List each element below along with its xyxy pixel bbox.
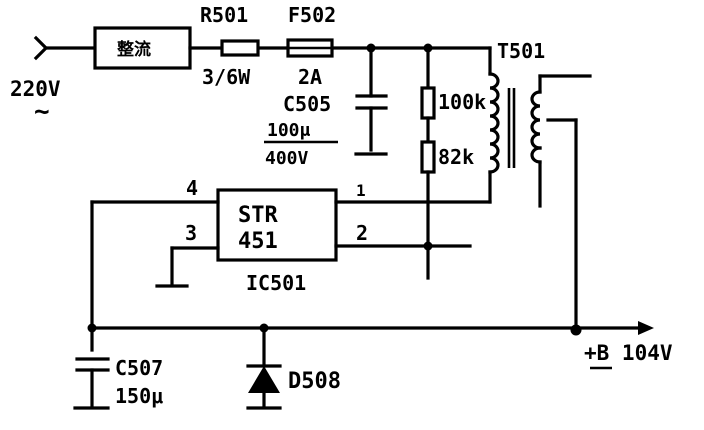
resistor-100k-value: 100k <box>438 90 486 114</box>
rectifier-block <box>93 26 192 70</box>
ac-symbol: ~ <box>34 97 50 127</box>
junction-output <box>570 324 582 336</box>
junction-divider-top <box>423 43 433 53</box>
ic-name: IC501 <box>246 271 306 295</box>
output-label: +B 104V <box>584 341 673 365</box>
input-terminal <box>33 35 97 61</box>
junction-c507 <box>87 323 97 333</box>
output-arrow <box>638 321 654 335</box>
d508-name: D508 <box>288 369 341 394</box>
c505-voltage: 400V <box>265 148 309 169</box>
ic-pin3-ground <box>155 246 220 288</box>
ic-pin2-label: 2 <box>356 221 368 245</box>
ic-pin4-label: 4 <box>186 176 198 200</box>
junction-c505 <box>366 43 376 53</box>
r501-name: R501 <box>200 3 248 27</box>
ic-part-line1: STR <box>238 203 278 228</box>
f502-fuse <box>286 38 334 58</box>
c507-capacitor <box>73 357 110 410</box>
ic501-chip <box>216 188 338 262</box>
resistor-82k-value: 82k <box>438 145 474 169</box>
r501-resistor <box>220 39 260 57</box>
divider-branch <box>420 46 436 280</box>
ic-pin1-label: 1 <box>356 181 366 200</box>
r501-value: 3/6W <box>202 65 251 89</box>
d508-diode <box>246 326 282 410</box>
ic-part-line2: 451 <box>238 229 278 254</box>
input-voltage-label: 220V <box>10 77 61 101</box>
c505-value: 100μ <box>267 120 311 141</box>
c505-name: C505 <box>283 92 331 116</box>
ic-pin3-label: 3 <box>185 221 197 245</box>
rectifier-label: 整流 <box>117 39 151 60</box>
c505-capacitor <box>354 46 388 156</box>
f502-name: F502 <box>288 3 336 27</box>
c507-value: 150μ <box>115 384 163 408</box>
c507-name: C507 <box>115 356 163 380</box>
t501-name: T501 <box>497 39 545 63</box>
t501-transformer <box>488 46 592 332</box>
junction-pin2 <box>423 241 433 251</box>
f502-value: 2A <box>298 65 322 89</box>
